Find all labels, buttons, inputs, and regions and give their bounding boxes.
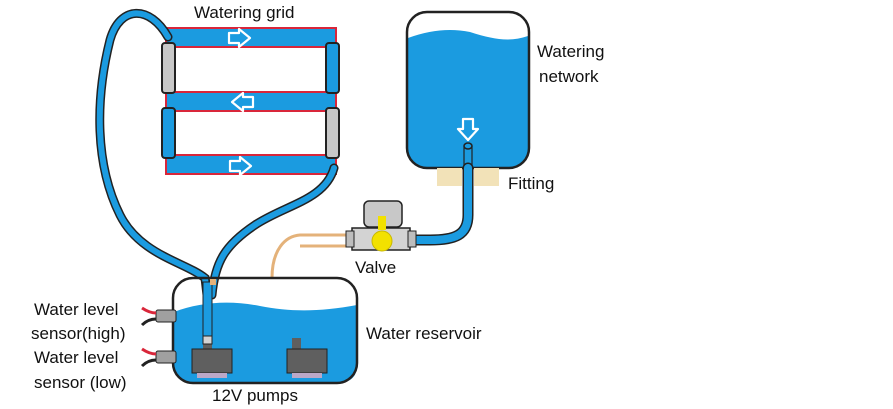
- watering-network-label-line2: network: [539, 67, 599, 86]
- arrow-outline-right-icon: [227, 27, 252, 49]
- sensor-high-label-line1: Water level: [34, 300, 118, 319]
- tank-outlet-opening: [463, 142, 473, 150]
- watering-network-tank: [405, 10, 531, 186]
- arrow-outline-down-icon: [456, 117, 480, 142]
- grid-connector-left-lower: [161, 107, 176, 159]
- grid-connector-right-upper: [325, 42, 340, 94]
- reservoir-outline: [171, 276, 359, 385]
- arrow-outline-right-icon: [228, 155, 253, 177]
- tank-water: [408, 30, 528, 168]
- water-reservoir-label: Water reservoir: [366, 324, 482, 343]
- valve-label: Valve: [355, 258, 396, 277]
- sensor-low-label-line2: sensor (low): [34, 373, 127, 392]
- fitting-block-left: [437, 168, 462, 186]
- water-level-sensor-low: [140, 347, 177, 368]
- hose-supply: [96, 10, 210, 298]
- sensor-high-label-line2: sensor(high): [31, 324, 126, 343]
- hose-tank-valve: [401, 164, 472, 244]
- solenoid-valve: [345, 200, 417, 252]
- arrow-outline-left-icon: [230, 91, 255, 113]
- pump-right: [286, 338, 328, 378]
- valve-stem: [378, 216, 386, 230]
- pumps-label: 12V pumps: [212, 386, 298, 405]
- grid-connector-left-upper: [161, 42, 176, 94]
- pump-left: [191, 281, 233, 378]
- grid-pipe-bottom: [165, 154, 337, 175]
- valve-port-left: [345, 230, 355, 248]
- watering-network-label-line1: Watering: [537, 42, 604, 61]
- watering-grid: [161, 27, 340, 177]
- reservoir-tube-outlet: [210, 279, 216, 285]
- watering-grid-label: Watering grid: [194, 3, 294, 22]
- hose-return: [209, 165, 337, 298]
- valve-ball: [371, 230, 393, 252]
- valve-port-right: [407, 230, 417, 248]
- tube-valve-inlet: [270, 233, 352, 279]
- fitting-label: Fitting: [508, 174, 554, 193]
- grid-connector-right-lower: [325, 107, 340, 159]
- sensor-low-label-line1: Water level: [34, 348, 118, 367]
- fitting-block-right: [474, 168, 499, 186]
- grid-pipe-top: [165, 27, 337, 48]
- water-level-sensor-high: [140, 306, 177, 327]
- water-reservoir: [171, 276, 359, 385]
